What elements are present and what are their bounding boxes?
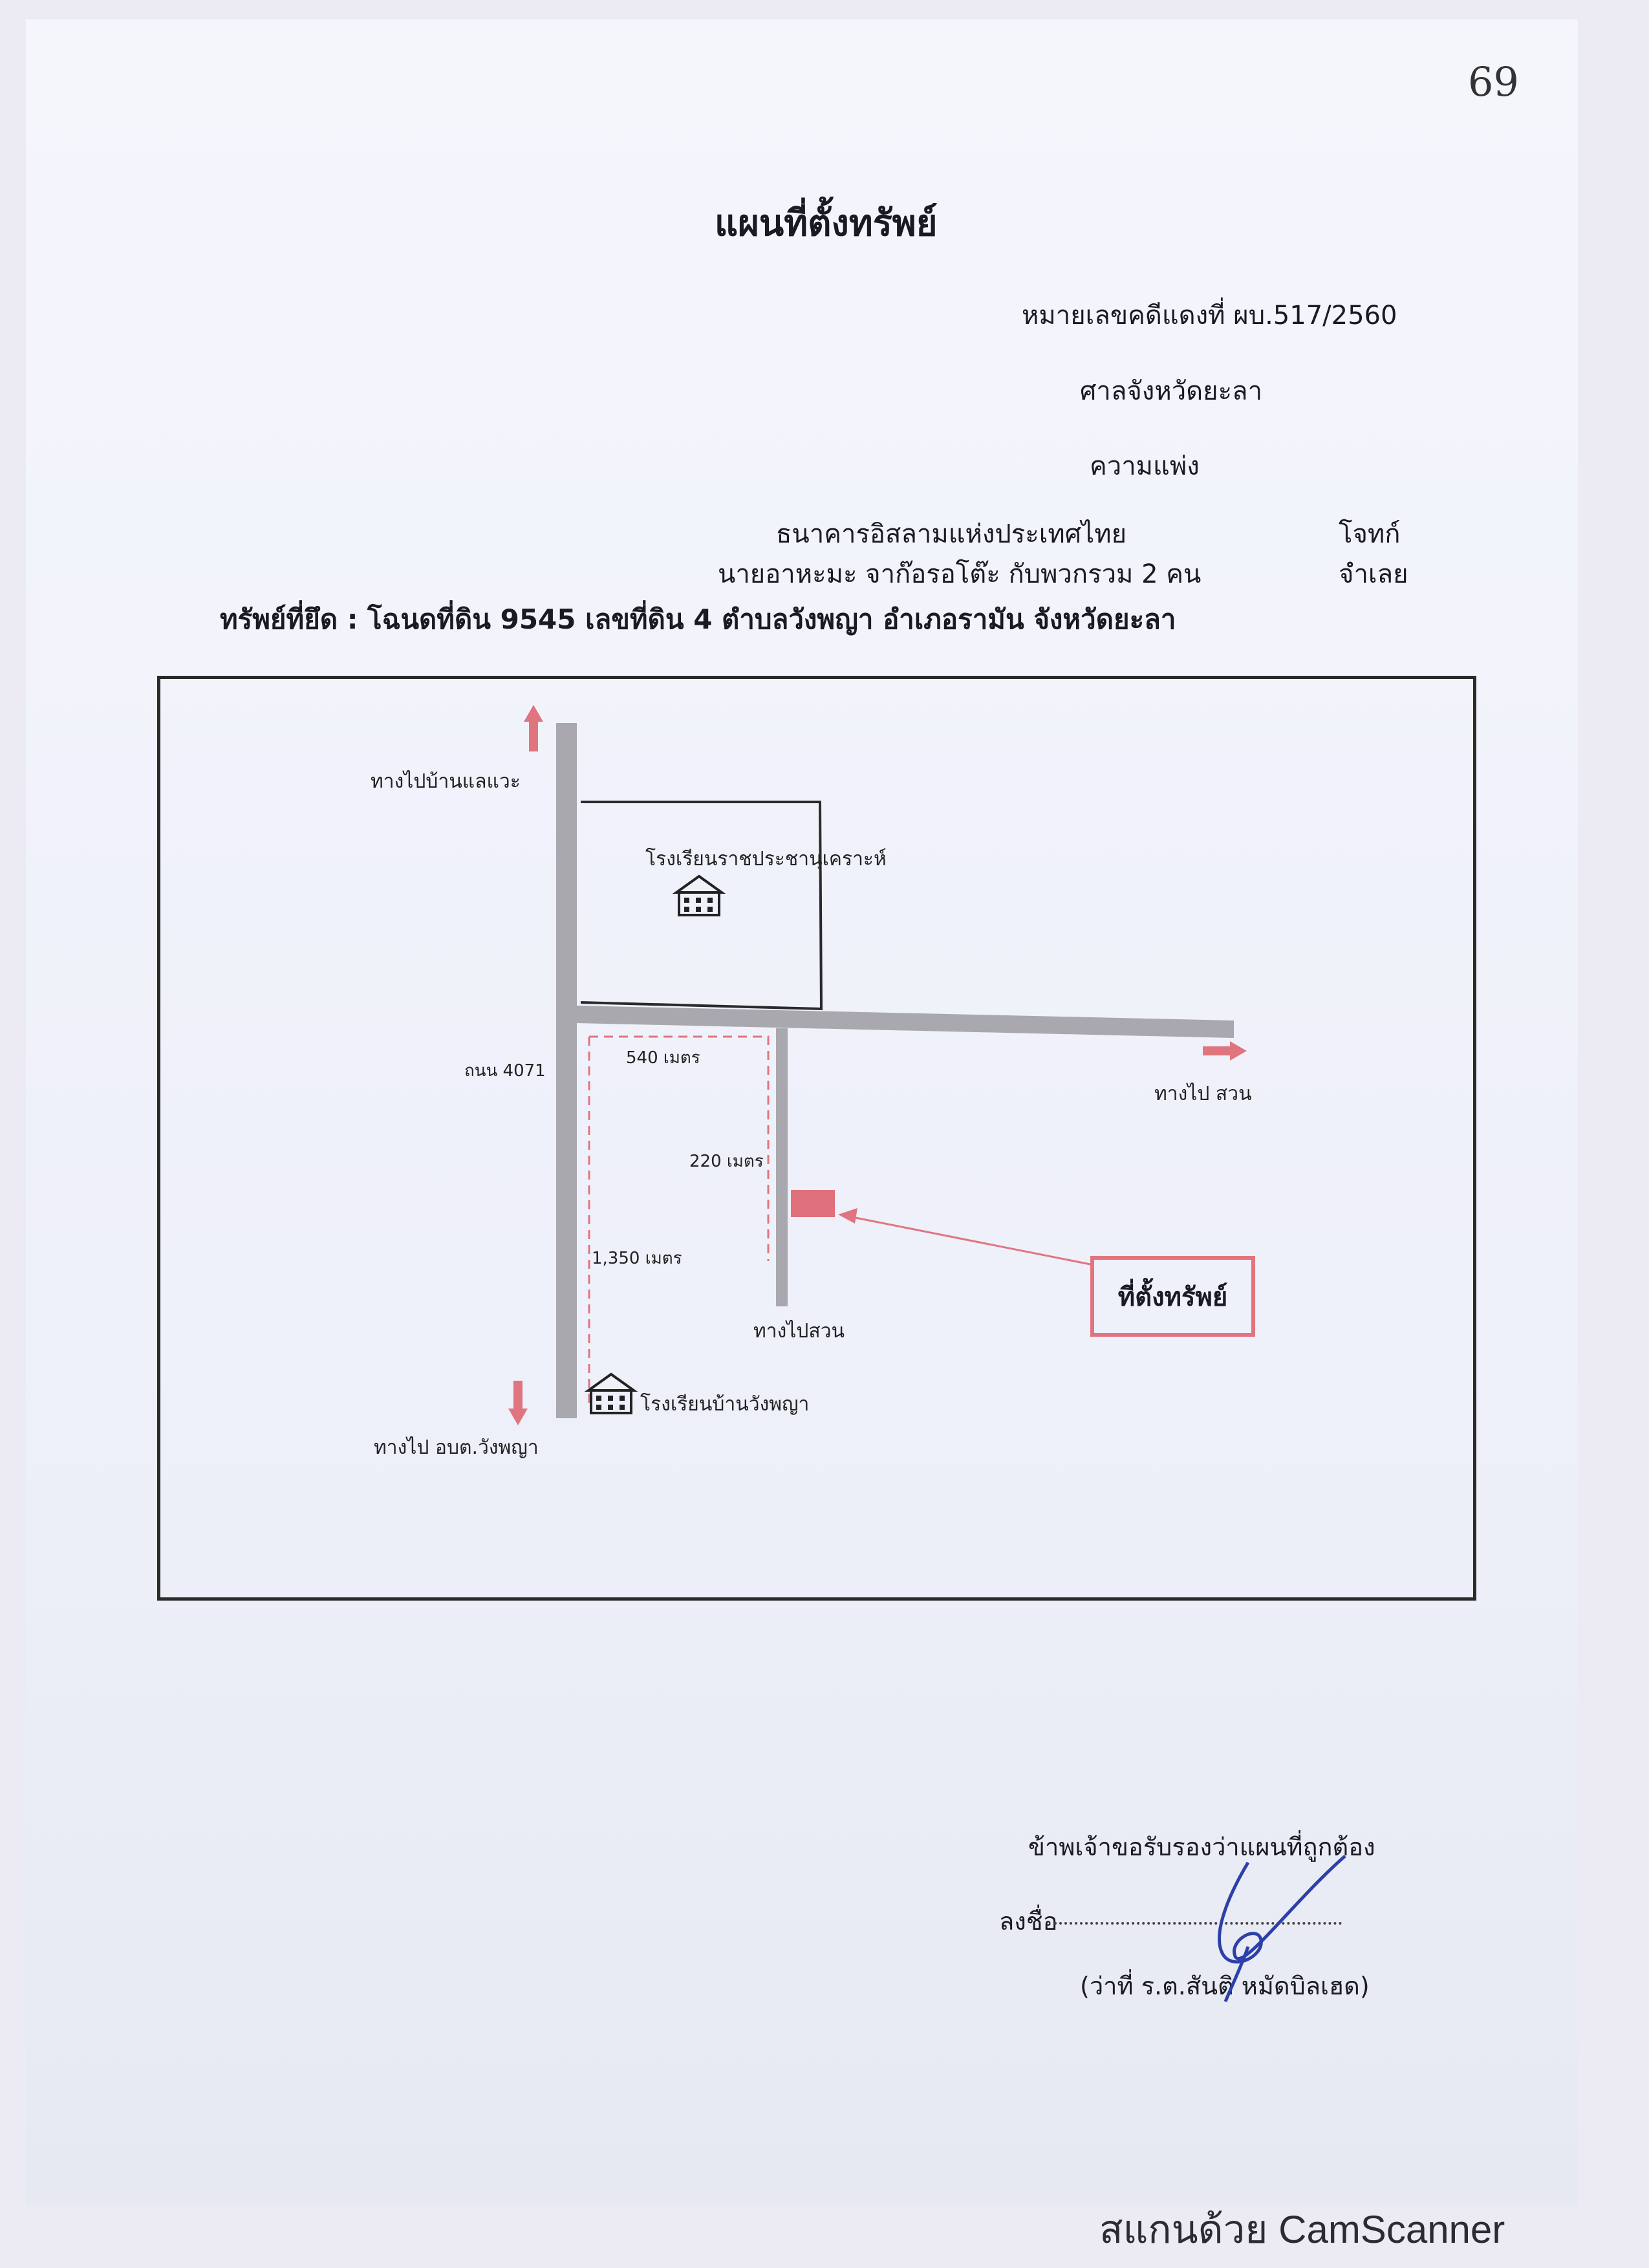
distance-guide-540 (589, 1035, 770, 1261)
defendant-role: จำเลย (1339, 559, 1408, 589)
sign-label: ลงชื่อ (999, 1907, 1058, 1936)
school-north-icon (672, 874, 726, 916)
certification-statement: ข้าพเจ้าขอรับรองว่าแผนที่ถูกต้อง (1028, 1833, 1375, 1861)
property-marker (791, 1190, 835, 1217)
road-4071 (556, 723, 577, 1418)
label-road-4071: ถนน 4071 (464, 1061, 546, 1081)
plaintiff-name: ธนาคารอิสลามแห่งประเทศไทย (776, 519, 1127, 549)
location-map: ทางไปบ้านแลแวะ โรงเรียนราชประชานุเคราะห์… (157, 676, 1476, 1601)
school-plot-outline (580, 801, 823, 1011)
arrow-down-icon (508, 1381, 528, 1425)
signer-name: (ว่าที่ ร.ต.สันติ หมัดบิลเฮด) (1080, 1972, 1370, 2000)
label-dist-220: 220 เมตร (689, 1152, 764, 1171)
defendant-name: นายอาหะมะ จาก๊อรอโต๊ะ กับพวกรวม 2 คน (718, 559, 1202, 589)
map-drawing (508, 705, 1247, 1425)
road-south-branch (776, 1028, 788, 1306)
seized-property-line: ทรัพย์ที่ยึด : โฉนดที่ดิน 9545 เลขที่ดิน… (220, 603, 1176, 635)
school-south-icon (584, 1372, 638, 1414)
road-east (577, 1006, 1234, 1038)
label-dist-1350: 1,350 เมตร (592, 1249, 682, 1268)
arrow-right-icon (1203, 1041, 1247, 1061)
arrow-up-icon (524, 705, 543, 751)
document-title: แผนที่ตั้งทรัพย์ (715, 202, 938, 244)
signature-line (1054, 1922, 1342, 1925)
court-name: ศาลจังหวัดยะลา (1080, 376, 1263, 406)
plaintiff-role: โจทก์ (1339, 519, 1401, 549)
case-type: ความแพ่ง (1090, 451, 1200, 481)
camscanner-footer: สแกนด้วย CamScanner (1099, 2208, 1505, 2251)
label-school-north: โรงเรียนราชประชานุเคราะห์ (645, 848, 887, 870)
label-to-garden-east: ทางไป สวน (1154, 1083, 1252, 1105)
pointer-arrowhead (838, 1208, 857, 1224)
label-to-garden-south: ทางไปสวน (753, 1320, 845, 1343)
page-number: 69 (1468, 58, 1519, 105)
label-to-ban-laewa: ทางไปบ้านแลแวะ (371, 770, 521, 793)
label-to-tao-office: ทางไป อบต.วังพญา (374, 1436, 539, 1459)
case-red-number: หมายเลขคดีแดงที่ ผบ.517/2560 (1022, 301, 1397, 330)
label-dist-540: 540 เมตร (626, 1048, 700, 1068)
label-school-south: โรงเรียนบ้านวังพญา (640, 1393, 810, 1416)
property-location-box: ที่ตั้งทรัพย์ (1090, 1256, 1255, 1337)
document-page (26, 19, 1578, 2205)
pointer-line (845, 1215, 1091, 1266)
signature-mark (1218, 1855, 1346, 2002)
